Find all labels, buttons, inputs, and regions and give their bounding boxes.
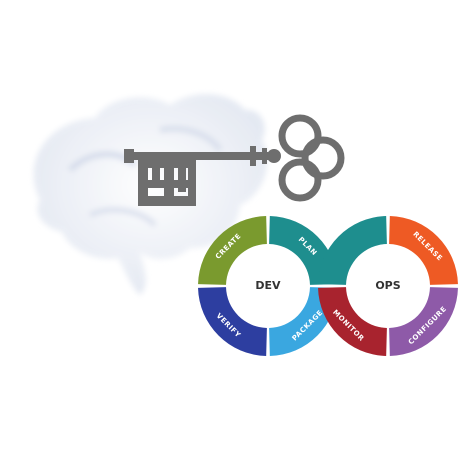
- dev-center: [228, 246, 308, 326]
- ops-center: [348, 246, 428, 326]
- dev-center-label: DEV: [255, 279, 281, 292]
- dev-segment-create: [198, 216, 267, 285]
- ops-segment-release: [389, 216, 458, 285]
- ops-segment-monitor: [318, 287, 387, 356]
- key-icon: [124, 114, 345, 206]
- brain-cloud-icon: [33, 94, 268, 296]
- dev-segment-verify: [198, 287, 267, 356]
- ops-segment-link: [318, 216, 387, 285]
- ops-segment-configure: [389, 287, 458, 356]
- ops-center-label: OPS: [375, 279, 400, 292]
